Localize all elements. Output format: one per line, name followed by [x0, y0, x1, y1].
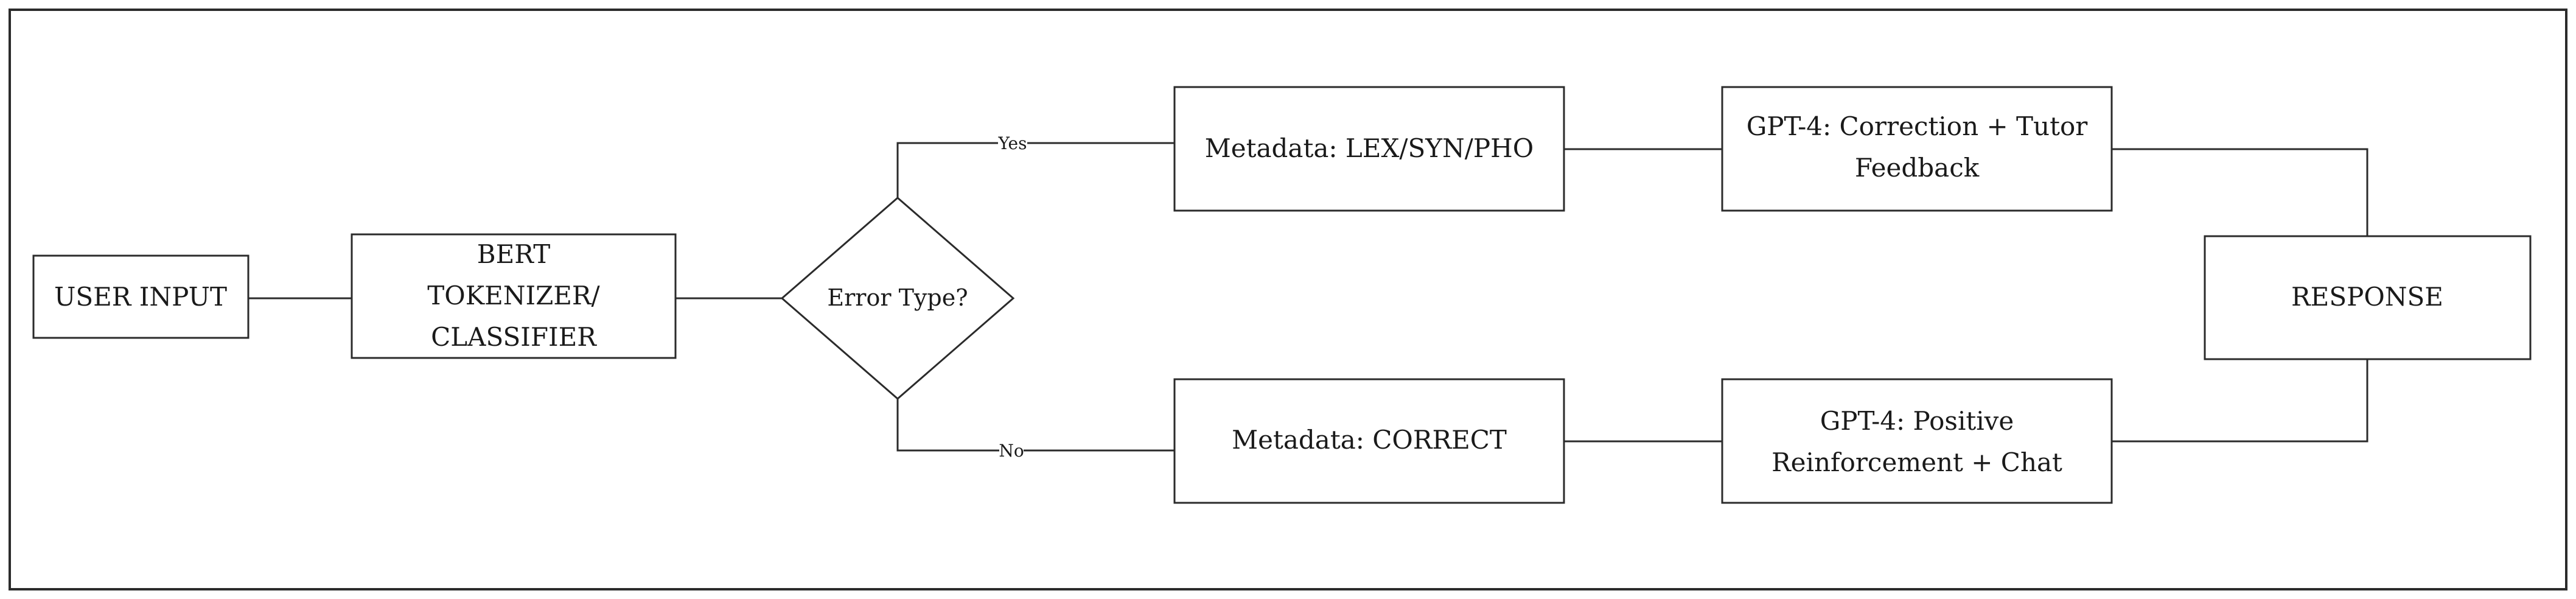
node-metadata-correct: Metadata: CORRECT: [1173, 378, 1565, 504]
user-input-label: USER INPUT: [54, 282, 227, 312]
edge-decision-yes: [896, 142, 1175, 198]
gpt-positive-line-1: GPT-4: Positive: [1820, 406, 2014, 436]
bert-label-line-2: TOKENIZER/: [427, 281, 600, 310]
node-user-input: USER INPUT: [32, 254, 250, 339]
edge-gpt-positive-to-response: [2112, 359, 2368, 443]
no-label: No: [999, 441, 1024, 461]
gpt-positive-line-2: Reinforcement + Chat: [1771, 447, 2062, 477]
node-metadata-error: Metadata: LEX/SYN/PHO: [1173, 86, 1565, 212]
bert-label-line-3: CLASSIFIER: [431, 322, 597, 352]
gpt-correction-line-2: Feedback: [1855, 153, 1980, 183]
metadata-error-label: Metadata: LEX/SYN/PHO: [1205, 133, 1534, 163]
node-gpt-positive: GPT-4: Positive Reinforcement + Chat: [1721, 378, 2113, 504]
connectors: [248, 142, 2368, 452]
node-gpt-correction: GPT-4: Correction + Tutor Feedback: [1721, 86, 2113, 212]
node-bert-classifier: BERT TOKENIZER/ CLASSIFIER: [351, 233, 677, 359]
edge-gpt-correction-to-response: [2112, 148, 2368, 236]
response-label: RESPONSE: [2291, 282, 2443, 312]
edge-decision-no: [896, 399, 1175, 452]
metadata-correct-label: Metadata: CORRECT: [1232, 425, 1507, 455]
bert-label-line-1: BERT: [477, 239, 550, 269]
node-error-type-decision: Error Type?: [780, 197, 1015, 400]
decision-label: Error Type?: [827, 284, 968, 311]
gpt-correction-line-1: GPT-4: Correction + Tutor: [1747, 111, 2089, 141]
yes-label: Yes: [998, 133, 1027, 153]
node-response: RESPONSE: [2204, 235, 2532, 360]
